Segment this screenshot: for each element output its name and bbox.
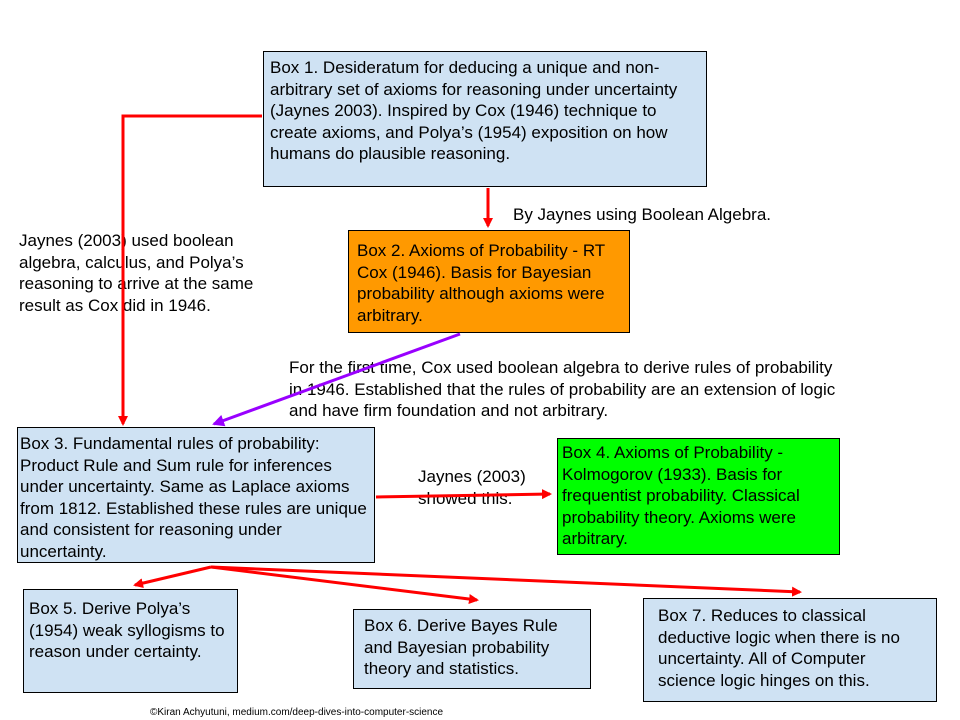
arrow-box3-to-box4 — [375, 489, 552, 500]
box-5-polya-syllogisms: Box 5. Derive Polya’s (1954) weak syllog… — [23, 589, 238, 693]
arrow-box1-to-box3 — [118, 114, 262, 426]
arrow-box2-to-box3 — [212, 332, 461, 427]
box-3-fundamental-rules: Box 3. Fundamental rules of probability:… — [17, 427, 375, 563]
arrow-box3-to-box6 — [210, 565, 479, 604]
box-4-kolmogorov-axioms: Box 4. Axioms of Probability - Kolmogoro… — [557, 438, 840, 555]
arrow-box3-to-box5 — [133, 565, 212, 589]
arrow-box3-to-box7 — [210, 565, 802, 597]
box-2-cox-axioms: Box 2. Axioms of Probability - RT Cox (1… — [348, 230, 630, 333]
label-cox-first-time: For the first time, Cox used boolean alg… — [289, 358, 836, 420]
box-7-deductive-logic: Box 7. Reduces to classical deductive lo… — [643, 598, 937, 702]
label-jaynes-showed-this: Jaynes (2003) showed this. — [418, 467, 526, 508]
label-jaynes-2003-used: Jaynes (2003) used boolean algebra, calc… — [19, 231, 254, 315]
label-jaynes-boolean-algebra: By Jaynes using Boolean Algebra. — [513, 205, 772, 224]
credit-footer: ©Kiran Achyutuni, medium.com/deep-dives-… — [150, 707, 444, 718]
box-1-desideratum: Box 1. Desideratum for deducing a unique… — [263, 51, 707, 187]
box-6-bayes-rule: Box 6. Derive Bayes Rule and Bayesian pr… — [353, 609, 591, 689]
